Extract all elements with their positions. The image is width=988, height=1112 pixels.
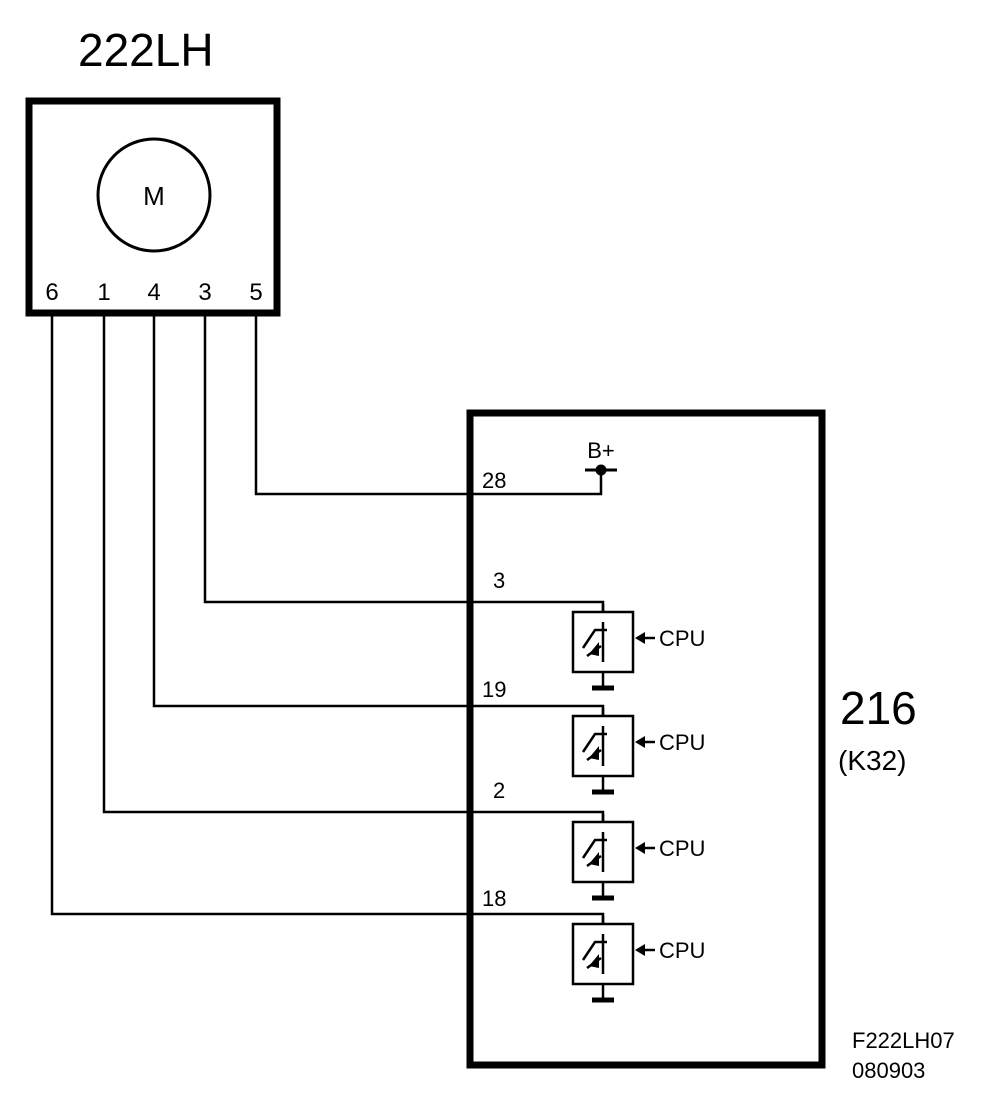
figure-code: F222LH07 [852, 1028, 955, 1053]
control-module-code: (K32) [838, 745, 906, 776]
output-driver-3 [573, 814, 655, 898]
wire-pin1-to-terminal-2 [102, 316, 605, 822]
wire-pin3-to-terminal-3 [203, 316, 605, 612]
output-driver-2 [573, 708, 655, 792]
driver-3-input-label: CPU [659, 836, 705, 861]
terminal-18: 18 [482, 886, 506, 911]
driver-2-input-label: CPU [659, 730, 705, 755]
control-module-box [466, 409, 826, 1069]
terminal-28: 28 [482, 468, 506, 493]
wire-pin5-to-terminal-28 [254, 316, 603, 496]
figure-date: 080903 [852, 1058, 925, 1083]
terminal-3: 3 [493, 568, 505, 593]
motor-pin-4: 4 [147, 279, 160, 306]
output-driver-4 [573, 916, 655, 1000]
terminal-19: 19 [482, 677, 506, 702]
motor-unit-title: 222LH [78, 24, 214, 76]
motor-unit-box [25, 97, 281, 317]
motor-pin-6: 6 [45, 279, 58, 306]
motor-label: M [143, 181, 165, 211]
driver-4-input-label: CPU [659, 938, 705, 963]
motor-pin-3: 3 [198, 279, 211, 306]
supply-node [595, 464, 607, 476]
motor-symbol [96, 137, 212, 253]
output-driver-1 [573, 604, 655, 688]
motor-pin-1: 1 [97, 279, 110, 306]
wire-pin6-to-terminal-18 [50, 316, 605, 924]
control-module-number: 216 [840, 682, 917, 734]
motor-pin-5: 5 [249, 279, 262, 306]
wire-pin4-to-terminal-19 [152, 316, 605, 716]
driver-1-input-label: CPU [659, 626, 705, 651]
terminal-2: 2 [493, 778, 505, 803]
supply-label: B+ [587, 438, 615, 463]
